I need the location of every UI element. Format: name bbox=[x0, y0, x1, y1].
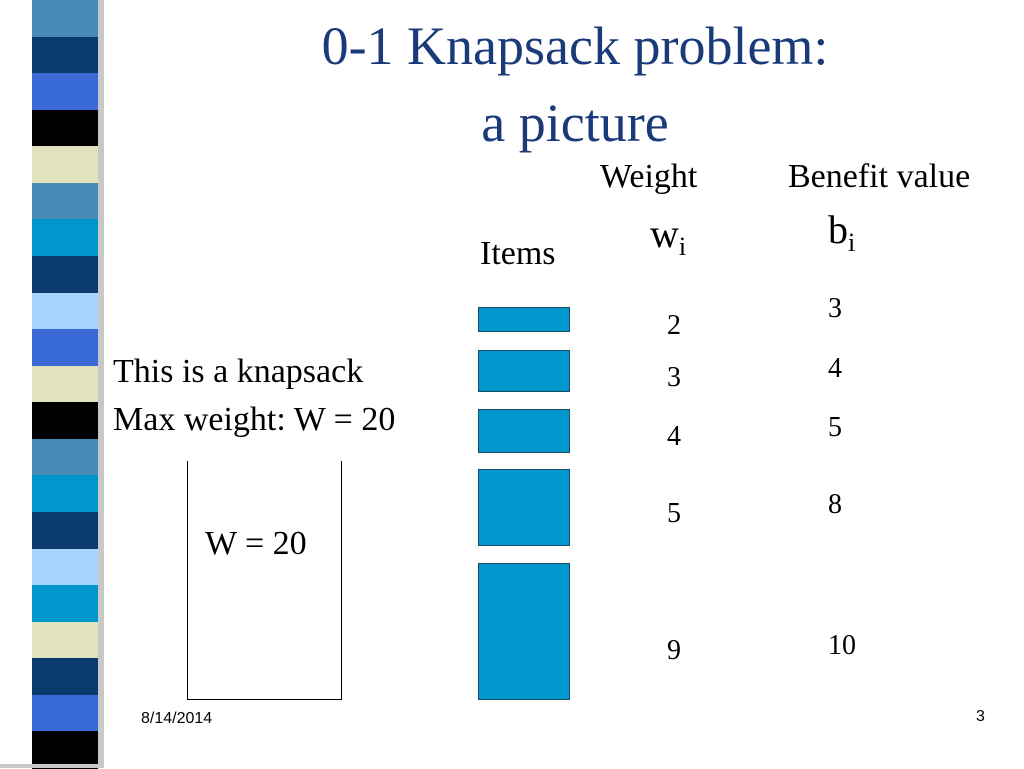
item-block-5 bbox=[478, 563, 570, 700]
stripe-band bbox=[32, 36, 98, 75]
stripe-band bbox=[32, 548, 98, 587]
stripe-band bbox=[32, 585, 98, 623]
item-weight-3: 4 bbox=[667, 421, 681, 452]
item-weight-2: 3 bbox=[667, 362, 681, 393]
stripe-band bbox=[32, 621, 98, 660]
stripe-shadow-bottom bbox=[0, 764, 104, 768]
item-benefit-4: 8 bbox=[828, 489, 842, 520]
item-block-1 bbox=[478, 307, 570, 332]
weight-header: Weight bbox=[600, 158, 698, 195]
slide-date: 8/14/2014 bbox=[141, 710, 213, 727]
stripe-band bbox=[32, 73, 98, 111]
stripe-band bbox=[32, 658, 98, 696]
stripe-band bbox=[32, 438, 98, 477]
item-weight-4: 5 bbox=[667, 498, 681, 529]
stripe-band bbox=[32, 329, 98, 367]
stripe-band bbox=[32, 146, 98, 184]
item-weight-1: 2 bbox=[667, 310, 681, 341]
benefit-header: Benefit value bbox=[788, 158, 971, 195]
benefit-symbol: bi bbox=[828, 207, 856, 258]
stripe-band bbox=[32, 365, 98, 404]
stripe-band bbox=[32, 731, 98, 769]
stripe-band bbox=[32, 402, 98, 440]
weight-symbol: wi bbox=[650, 211, 687, 262]
stripe-band bbox=[32, 256, 98, 294]
slide-title-line2: a picture bbox=[481, 93, 669, 153]
stripe-band bbox=[32, 512, 98, 550]
stripe-band bbox=[32, 0, 98, 38]
stripe-band bbox=[32, 182, 98, 221]
stripe-band bbox=[32, 109, 98, 148]
item-weight-5: 9 bbox=[667, 635, 681, 666]
stripe-band bbox=[32, 694, 98, 733]
knapsack-description-line2: Max weight: W = 20 bbox=[113, 401, 396, 438]
slide-page-number: 3 bbox=[976, 708, 985, 725]
item-benefit-2: 4 bbox=[828, 353, 842, 384]
item-benefit-5: 10 bbox=[828, 630, 856, 661]
item-block-3 bbox=[478, 409, 570, 453]
stripe-shadow bbox=[98, 0, 104, 768]
stripe-band bbox=[32, 219, 98, 257]
slide-title-line1: 0-1 Knapsack problem: bbox=[321, 16, 829, 76]
knapsack-description-line1: This is a knapsack bbox=[113, 353, 364, 390]
knapsack-capacity-label: W = 20 bbox=[205, 525, 307, 562]
item-block-4 bbox=[478, 469, 570, 546]
stripe-band bbox=[32, 475, 98, 513]
items-label: Items bbox=[480, 235, 556, 272]
item-benefit-3: 5 bbox=[828, 412, 842, 443]
item-benefit-1: 3 bbox=[828, 293, 842, 324]
item-block-2 bbox=[478, 350, 570, 392]
decorative-stripe-bar bbox=[32, 0, 98, 769]
stripe-band bbox=[32, 292, 98, 331]
knapsack-container bbox=[187, 461, 342, 700]
